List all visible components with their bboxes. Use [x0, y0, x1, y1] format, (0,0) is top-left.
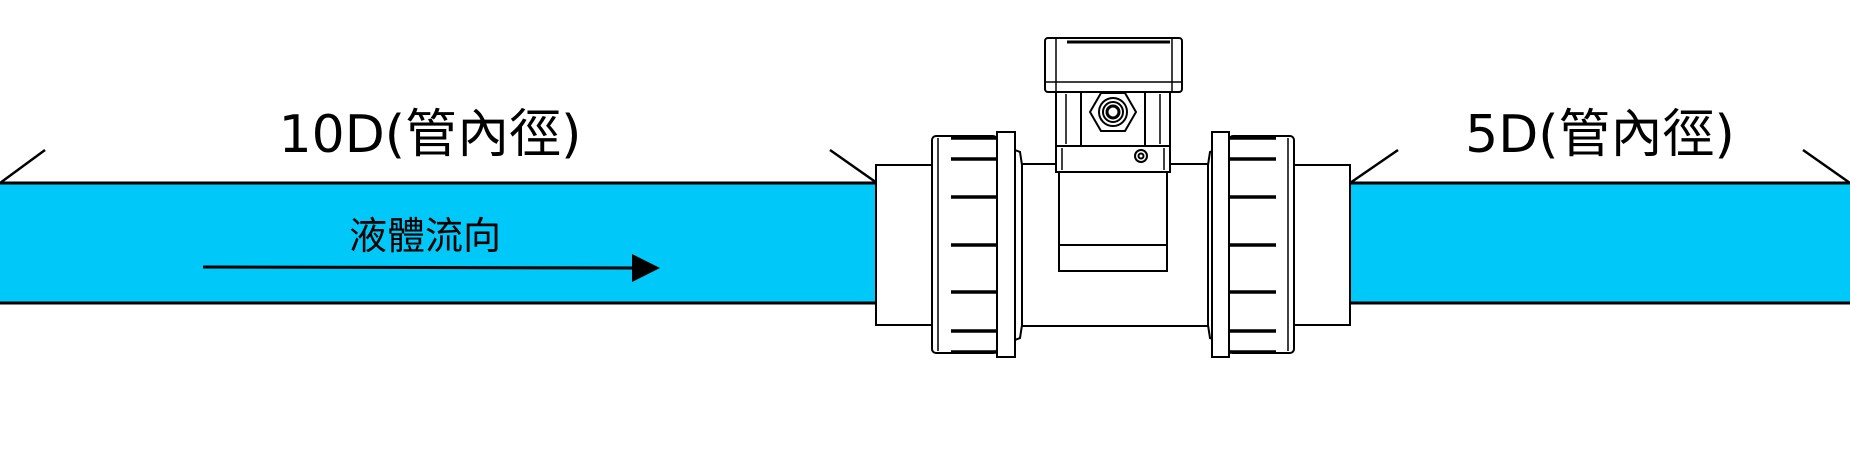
- left-nut-ribs: [951, 136, 997, 354]
- upstream-pipe: [0, 181, 877, 305]
- flow-arrow: [202, 254, 660, 282]
- right-nut-ribs: [1229, 136, 1276, 354]
- downstream-length-label: 5D(管內徑): [1465, 105, 1735, 165]
- upstream-length-label: 10D(管內徑): [278, 105, 582, 165]
- dimension-marks: [0, 148, 1850, 185]
- downstream-pipe: [1350, 181, 1850, 305]
- flow-direction-label: 液體流向: [348, 214, 502, 258]
- flowmeter: [875, 37, 1351, 358]
